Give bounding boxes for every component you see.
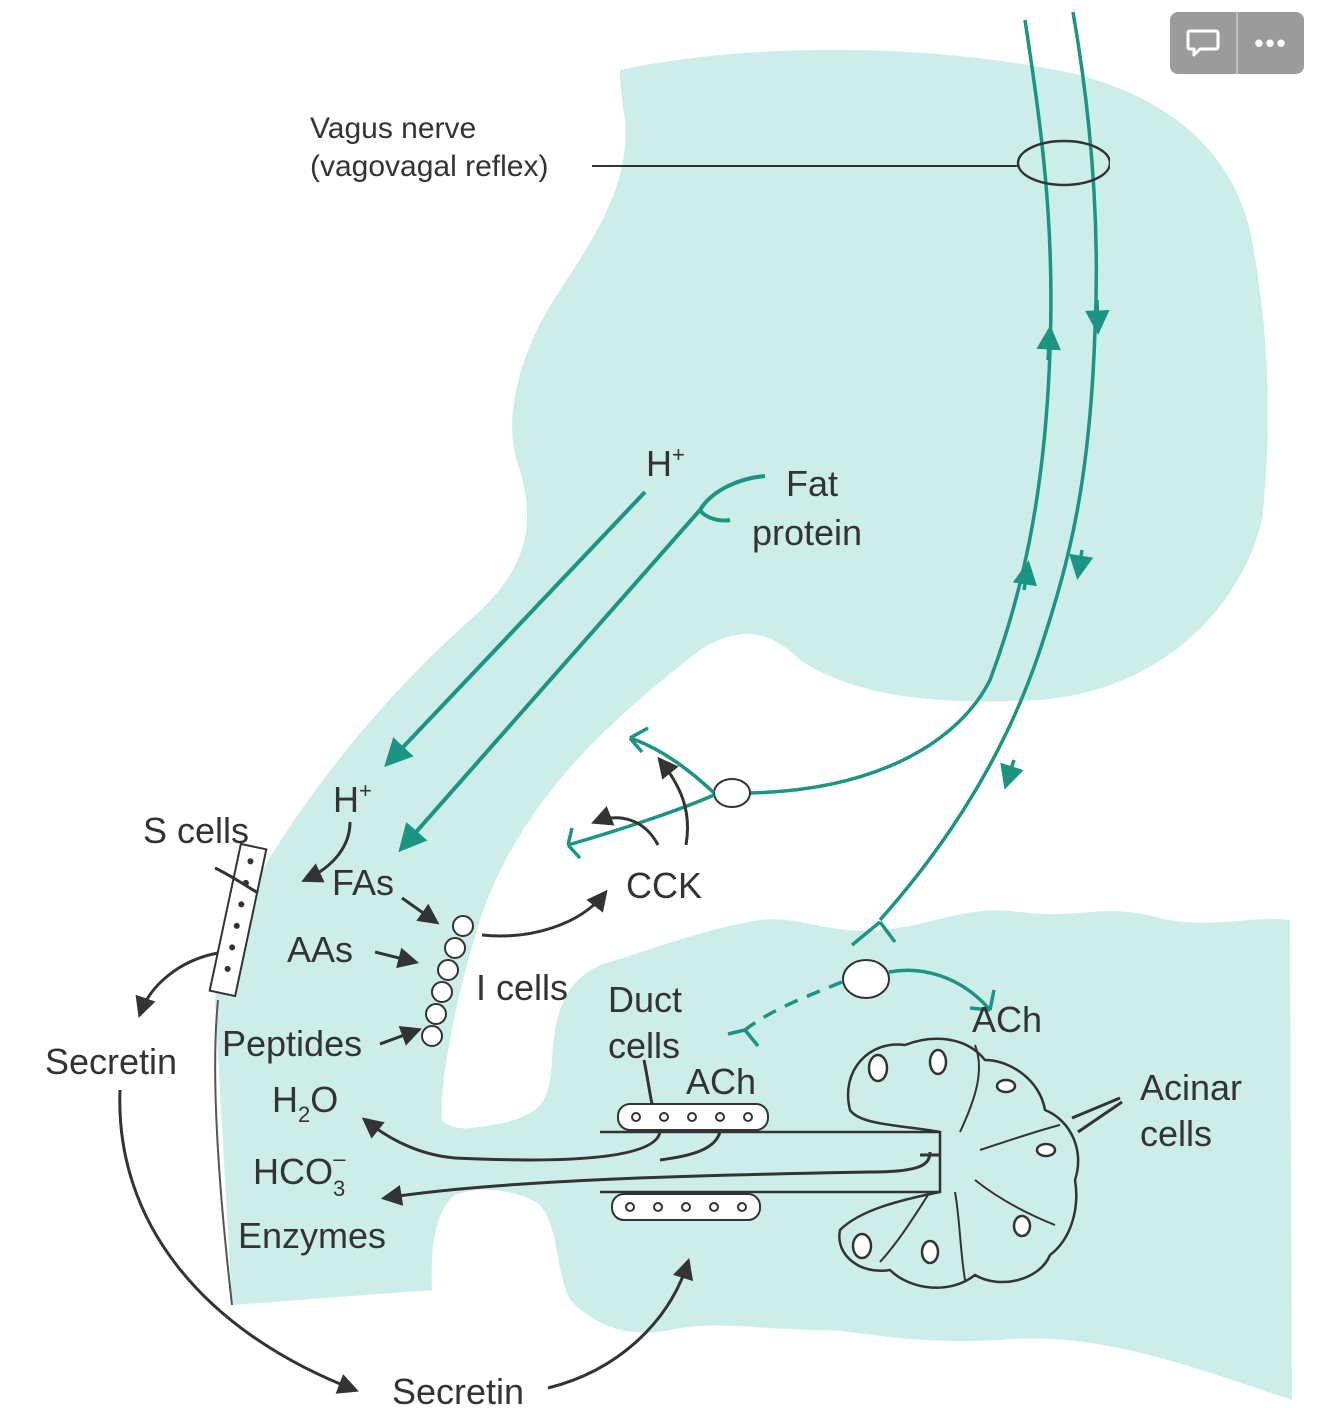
more-options-icon: •••: [1254, 27, 1288, 58]
ganglion-upper: [713, 778, 751, 808]
dark-arrows: [118, 756, 1123, 1394]
hco3-label: HCO3–: [253, 1146, 346, 1201]
s-cells-column: [208, 842, 268, 998]
secretin-bottom-label: Secretin: [392, 1371, 524, 1408]
h2o-label: H2O: [272, 1079, 338, 1127]
duct-cells-bottom: [611, 1193, 761, 1221]
protein-label: protein: [752, 512, 862, 553]
comment-icon: [1186, 29, 1220, 57]
vagus-nerve-label: Vagus nerve: [310, 112, 476, 145]
vagus-exit-mark: [1110, 158, 1170, 170]
fat-label: Fat: [786, 463, 838, 504]
vagovagal-reflex-label: (vagovagal reflex): [310, 150, 548, 183]
comment-button[interactable]: [1170, 12, 1236, 74]
h-plus-upper-label: H+: [646, 442, 685, 484]
acinar-cluster: [838, 1037, 1080, 1289]
i-cells-label: I cells: [476, 967, 568, 1008]
cck-label: CCK: [626, 865, 702, 906]
acinar-label: Acinar: [1140, 1067, 1242, 1108]
duct-label: Duct: [608, 979, 682, 1020]
secretin-left-label: Secretin: [45, 1041, 177, 1082]
i-cells-column: [421, 915, 474, 1047]
ach-duct-label: ACh: [686, 1061, 756, 1102]
duct-cells-label: cells: [608, 1025, 680, 1066]
acinar-cells-label: cells: [1140, 1113, 1212, 1154]
nerve-branches: [566, 726, 996, 1048]
s-cells-label: S cells: [143, 810, 249, 851]
toolbar-divider: [1236, 12, 1238, 74]
enzymes-label: Enzymes: [238, 1215, 386, 1256]
peptides-label: Peptides: [222, 1023, 362, 1064]
more-options-button[interactable]: •••: [1238, 12, 1304, 74]
stomach-and-duodenum: [215, 49, 1292, 1400]
luminal-stimuli-arrows: [384, 474, 766, 853]
lumen-outline: [214, 999, 233, 1306]
ach-right-label: ACh: [972, 999, 1042, 1040]
aas-label: AAs: [287, 929, 353, 970]
fas-label: FAs: [332, 862, 394, 903]
duct-cells-top: [617, 1103, 769, 1131]
h-plus-lower-label: H+: [333, 778, 372, 820]
vagus-nerve-fibres: [749, 11, 1110, 922]
ganglion-lower: [842, 959, 890, 999]
